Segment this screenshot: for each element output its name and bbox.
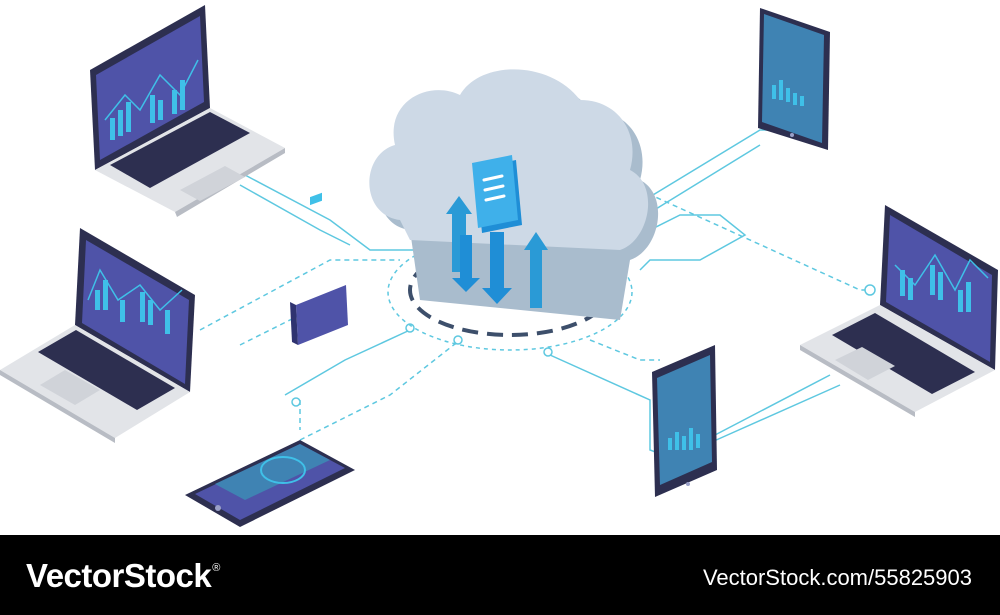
laptop-icon — [90, 5, 285, 217]
laptop-icon — [0, 228, 195, 443]
server-box-icon — [290, 192, 348, 345]
connector-line — [714, 374, 831, 436]
registered-mark: ® — [212, 562, 220, 574]
brand-logo: VectorStock® — [26, 557, 220, 595]
connector-line — [244, 174, 430, 251]
image-reference: VectorStock.com/55825903 — [702, 565, 972, 590]
connector-line — [639, 189, 870, 291]
connector-node — [291, 397, 301, 407]
connector-node — [864, 284, 876, 296]
connector-node — [453, 335, 463, 345]
document-icon — [472, 155, 522, 233]
connector-line — [589, 339, 660, 361]
connector-node — [543, 347, 553, 357]
connector-line — [199, 259, 400, 331]
cloud-network-illustration — [0, 5, 998, 527]
watermark-bar: VectorStock® VectorStock.com/55825903 — [0, 535, 1000, 615]
tablet-icon — [758, 8, 830, 150]
connector-line — [239, 184, 351, 246]
connector-line — [704, 384, 841, 446]
connector-line — [284, 329, 411, 396]
brand-name: VectorStock — [26, 557, 212, 594]
download-arrow-icon — [452, 232, 512, 304]
smartphone-icon — [185, 440, 355, 527]
connector-node — [405, 323, 415, 333]
connector-line — [299, 339, 461, 441]
tablet-icon — [652, 345, 717, 497]
connector-line — [629, 214, 747, 271]
laptop-icon — [800, 205, 998, 417]
